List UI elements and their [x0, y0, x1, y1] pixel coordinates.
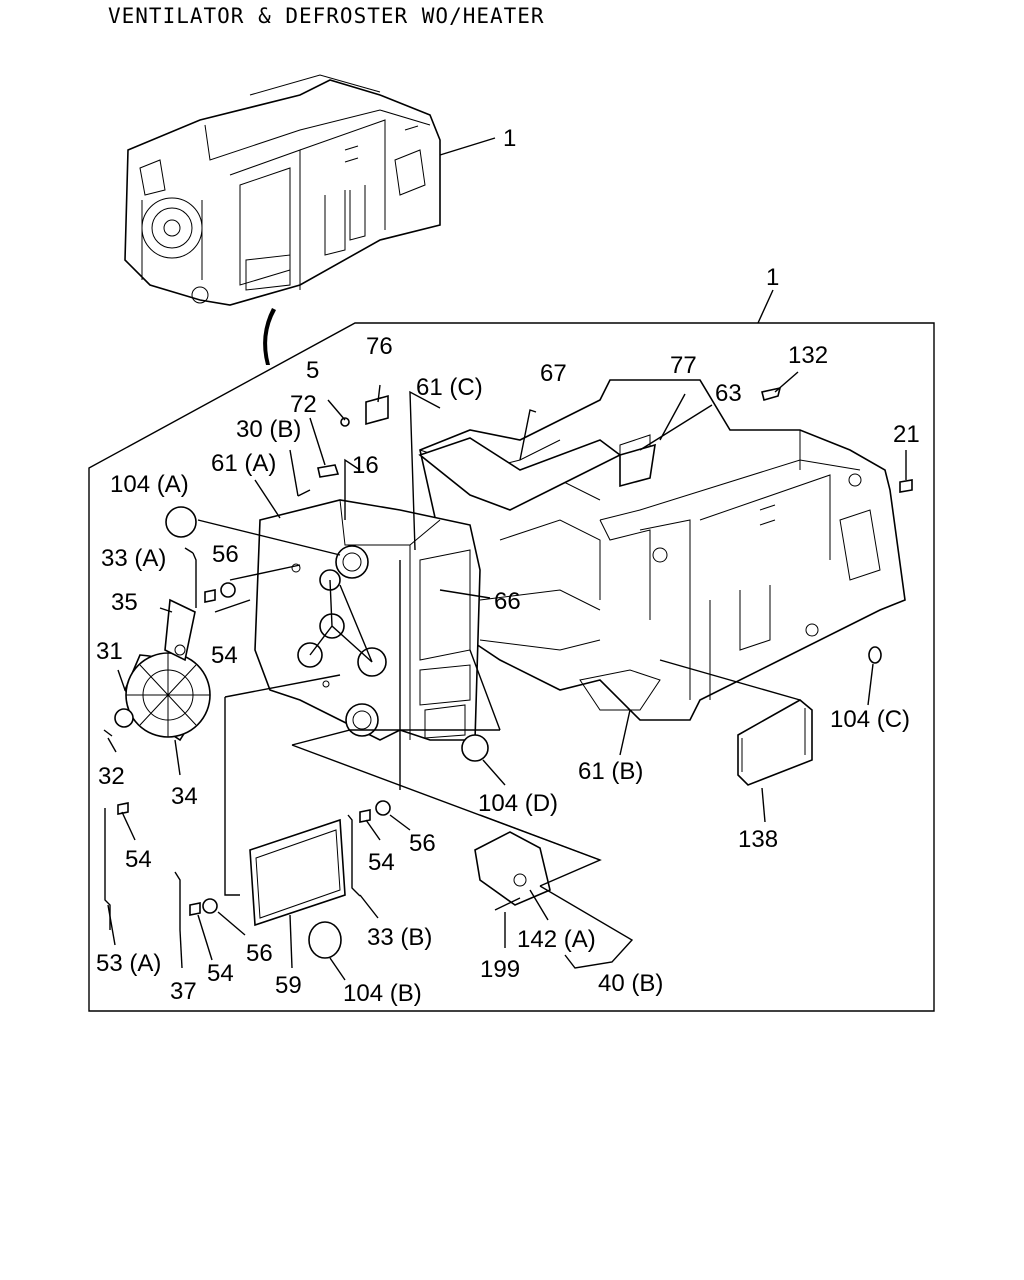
callout-72: 72: [290, 391, 317, 418]
callout-66: 66: [494, 588, 521, 615]
callout-56a: 56: [212, 541, 239, 568]
callout-61b: 61 (B): [578, 758, 643, 785]
exploded-view-frame: [88, 322, 935, 1012]
callout-54a: 54: [211, 642, 238, 669]
callout-76: 76: [366, 333, 393, 360]
loose-parts-illustration: [103, 386, 913, 959]
callout-199: 199: [480, 956, 520, 983]
callout-138: 138: [738, 826, 778, 853]
callout-31: 31: [96, 638, 123, 665]
callout-63: 63: [715, 380, 742, 407]
callout-67: 67: [540, 360, 567, 387]
callout-32: 32: [98, 763, 125, 790]
callout-21: 21: [893, 421, 920, 448]
callout-56b: 56: [409, 830, 436, 857]
callout-56c: 56: [246, 940, 273, 967]
callout-1-top: 1: [503, 125, 516, 152]
callout-35: 35: [111, 589, 138, 616]
callout-104a: 104 (A): [110, 471, 189, 498]
callout-53a: 53 (A): [96, 950, 161, 977]
callout-30b: 30 (B): [236, 416, 301, 443]
callout-104c: 104 (C): [830, 706, 910, 733]
callout-59: 59: [275, 972, 302, 999]
callout-104d: 104 (D): [478, 790, 558, 817]
callout-1-frame: 1: [766, 264, 779, 291]
assembled-unit-illustration: [124, 74, 441, 306]
callout-16: 16: [352, 452, 379, 479]
callout-77: 77: [670, 352, 697, 379]
callout-40b: 40 (B): [598, 970, 663, 997]
callout-54d: 54: [207, 960, 234, 987]
fan-housing-illustration: [254, 499, 481, 741]
callout-34: 34: [171, 783, 198, 810]
callout-142a: 142 (A): [517, 926, 596, 953]
callout-61a: 61 (A): [211, 450, 276, 477]
callout-labels: 1 1 76 5 72 61 (C) 67 77 63 132 21 30 (B…: [96, 125, 920, 1007]
callout-33a: 33 (A): [101, 545, 166, 572]
callout-54c: 54: [368, 849, 395, 876]
callout-5: 5: [306, 357, 319, 384]
callout-37: 37: [170, 978, 197, 1005]
main-housing-illustration: [419, 379, 906, 721]
leader-lines: [107, 137, 907, 981]
callout-33b: 33 (B): [367, 924, 432, 951]
callout-132: 132: [788, 342, 828, 369]
diagram-title: VENTILATOR & DEFROSTER WO/HEATER: [108, 4, 545, 28]
callout-54b: 54: [125, 846, 152, 873]
callout-61c: 61 (C): [416, 374, 483, 401]
callout-104b: 104 (B): [343, 980, 422, 1007]
connection-wedge: [263, 308, 276, 365]
